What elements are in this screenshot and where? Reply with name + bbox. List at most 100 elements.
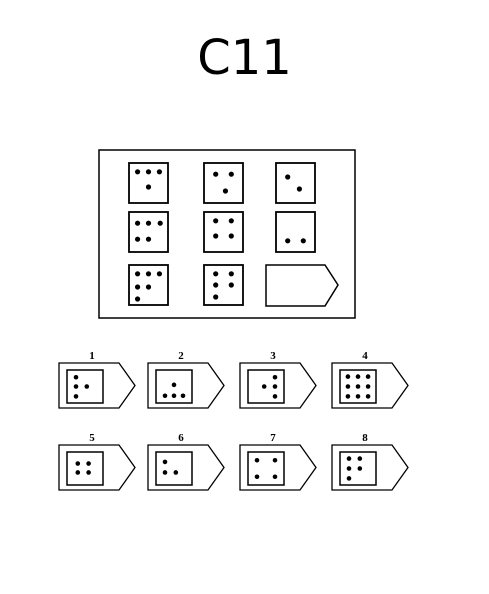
matrix-cell-r1c1 [128, 162, 169, 204]
dot [213, 218, 219, 224]
option-number: 1 [89, 350, 95, 362]
dot [134, 220, 141, 226]
answer-option-7[interactable]: 7 [239, 432, 317, 491]
option-tab-shape [239, 362, 317, 409]
dot [73, 394, 79, 399]
option-number: 6 [178, 432, 184, 444]
dot [357, 466, 363, 471]
dot [345, 384, 351, 389]
die-face [128, 264, 169, 306]
dot [134, 296, 141, 302]
dot [86, 461, 91, 466]
dot [228, 218, 234, 224]
matrix-grid [128, 162, 316, 306]
dot [346, 466, 352, 471]
dot [365, 374, 371, 379]
option-number: 5 [89, 432, 95, 444]
option-tab-shape [58, 362, 136, 409]
dot [73, 384, 79, 389]
dot [300, 238, 306, 244]
dot [228, 271, 234, 277]
die-face [247, 369, 285, 404]
dot [145, 236, 152, 242]
die-face [128, 162, 169, 204]
dot [285, 238, 291, 244]
dot [213, 271, 219, 277]
die-face [203, 162, 244, 204]
dot [272, 457, 278, 463]
matrix-cell-r2c2 [203, 211, 244, 253]
dot [222, 188, 229, 194]
die-face [339, 451, 377, 486]
dot [272, 374, 278, 380]
dot [75, 461, 81, 466]
page-title: C11 [197, 30, 292, 86]
answer-option-5[interactable]: 5 [58, 432, 136, 491]
dot [213, 282, 219, 288]
dot [134, 284, 141, 290]
dot [162, 470, 168, 475]
answer-option-4[interactable]: 4 [331, 350, 409, 409]
dot [145, 220, 152, 226]
dot [73, 374, 79, 380]
dot [213, 171, 219, 177]
dot [228, 171, 234, 177]
die-face [155, 451, 193, 486]
dot [180, 393, 186, 399]
matrix-cell-r1c3 [275, 162, 316, 204]
die-face [66, 451, 104, 486]
dot [145, 184, 152, 190]
die-face [155, 369, 193, 404]
dot [355, 394, 361, 399]
answer-option-3[interactable]: 3 [239, 350, 317, 409]
option-tab-shape [58, 444, 136, 491]
answer-option-6[interactable]: 6 [147, 432, 225, 491]
dot [145, 284, 152, 290]
dot [145, 169, 152, 175]
dot [365, 384, 371, 389]
dot [213, 294, 219, 300]
dot [254, 474, 260, 480]
dot [162, 393, 168, 399]
die-face [66, 369, 104, 404]
dot [272, 474, 278, 480]
dot [365, 394, 371, 399]
die-face [339, 369, 377, 404]
matrix-cell-r2c1 [128, 211, 169, 253]
dot [213, 233, 219, 239]
missing-cell [265, 264, 339, 307]
matrix-cell-r3c2 [203, 264, 244, 306]
die-face [275, 162, 316, 204]
die-face [247, 451, 285, 486]
option-tab-shape [147, 444, 225, 491]
option-number: 3 [270, 350, 276, 362]
dot [157, 220, 163, 226]
dot [173, 470, 179, 475]
dot [75, 470, 81, 475]
die-face [203, 211, 244, 253]
option-number: 8 [362, 432, 368, 444]
dot [355, 374, 361, 379]
matrix-cell-r2c3 [275, 211, 316, 253]
die-face [203, 264, 244, 306]
dot [156, 169, 163, 175]
dot [171, 382, 177, 388]
die-face [275, 211, 316, 253]
answer-option-2[interactable]: 2 [147, 350, 225, 409]
option-tab-shape [331, 444, 409, 491]
dot [357, 456, 363, 461]
matrix-frame [98, 149, 356, 319]
dot [296, 186, 302, 192]
dot [162, 459, 168, 465]
option-tab-shape [147, 362, 225, 409]
dot [86, 470, 91, 475]
answer-option-8[interactable]: 8 [331, 432, 409, 491]
matrix-cell-r3c1 [128, 264, 169, 306]
dot [285, 174, 291, 180]
dot [228, 233, 234, 239]
dot [134, 271, 141, 277]
answer-option-1[interactable]: 1 [58, 350, 136, 409]
option-number: 7 [270, 432, 276, 444]
dot [346, 476, 352, 481]
dot [345, 374, 351, 379]
